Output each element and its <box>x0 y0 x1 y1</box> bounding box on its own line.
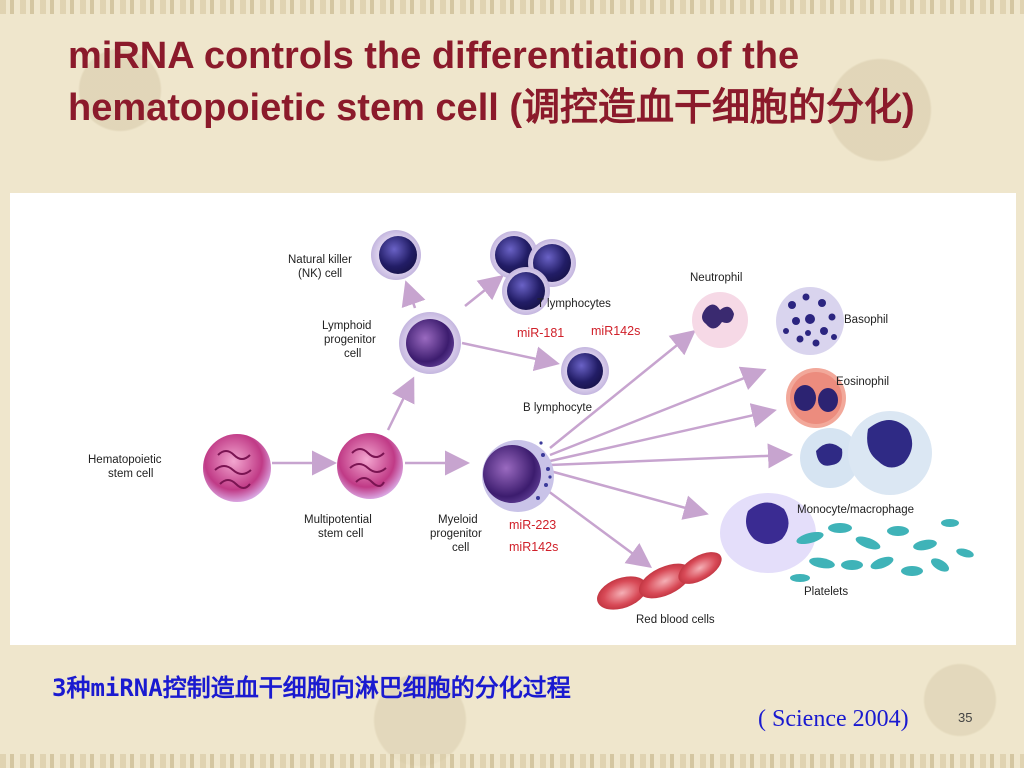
mirna-labels: miR-181 miR142s miR-223 miR142s <box>509 324 640 554</box>
label-hsc-1: Hematopoietic <box>88 454 162 466</box>
citation: ( Science 2004) <box>758 706 909 732</box>
nk-cell <box>371 230 421 280</box>
label-hsc-2: stem cell <box>108 468 153 480</box>
red-blood-cells <box>597 552 722 610</box>
label-b-lymphocyte: B lymphocyte <box>523 402 592 414</box>
label-platelets: Platelets <box>804 586 848 598</box>
t-lymphocytes <box>490 231 576 315</box>
label-lymphoid-1: Lymphoid <box>322 320 371 332</box>
neutrophil <box>692 292 748 348</box>
label-eosinophil: Eosinophil <box>836 376 889 388</box>
b-lymphocyte <box>561 347 609 395</box>
label-myeloid-2: progenitor <box>430 528 482 540</box>
mirna-myeloid-a: miR-223 <box>509 518 556 532</box>
label-myeloid-3: cell <box>452 542 469 554</box>
mirna-lymphoid-a: miR-181 <box>517 326 564 340</box>
platelets <box>790 519 974 582</box>
page-number: 35 <box>958 710 973 725</box>
hematopoiesis-diagram: Natural killer (NK) cell T lymphocytes L… <box>10 193 1016 645</box>
basophil <box>776 287 844 355</box>
label-monocyte: Monocyte/macrophage <box>797 504 914 516</box>
label-lymphoid-3: cell <box>344 348 361 360</box>
label-nk-2: (NK) cell <box>298 268 342 280</box>
label-t-lymphocytes: T lymphocytes <box>537 298 611 310</box>
slide-title: miRNA controls the differentiation of th… <box>68 35 915 129</box>
bottom-border <box>0 754 1024 768</box>
differentiation-arrows <box>272 274 793 568</box>
mirna-lymphoid-b: miR142s <box>591 324 640 338</box>
top-border <box>0 0 1024 14</box>
label-multipotential-1: Multipotential <box>304 514 372 526</box>
diagram-labels: Natural killer (NK) cell T lymphocytes L… <box>88 254 914 626</box>
macrophage-large <box>720 493 816 573</box>
label-myeloid-1: Myeloid <box>438 514 478 526</box>
label-nk-1: Natural killer <box>288 254 352 266</box>
label-neutrophil: Neutrophil <box>690 272 742 284</box>
slide-caption: 3种miRNA控制造血干细胞向淋巴细胞的分化过程 <box>52 674 571 702</box>
label-red-blood-cells: Red blood cells <box>636 614 715 626</box>
eosinophil <box>786 368 846 428</box>
myeloid-progenitor-cell <box>482 440 554 512</box>
label-basophil: Basophil <box>844 314 888 326</box>
hematopoietic-stem-cell <box>203 434 271 502</box>
label-multipotential-2: stem cell <box>318 528 363 540</box>
mirna-myeloid-b: miR142s <box>509 540 558 554</box>
lymphoid-progenitor-cell <box>399 312 461 374</box>
multipotential-stem-cell <box>337 433 403 499</box>
monocyte-macrophage <box>800 411 932 495</box>
label-lymphoid-2: progenitor <box>324 334 376 346</box>
